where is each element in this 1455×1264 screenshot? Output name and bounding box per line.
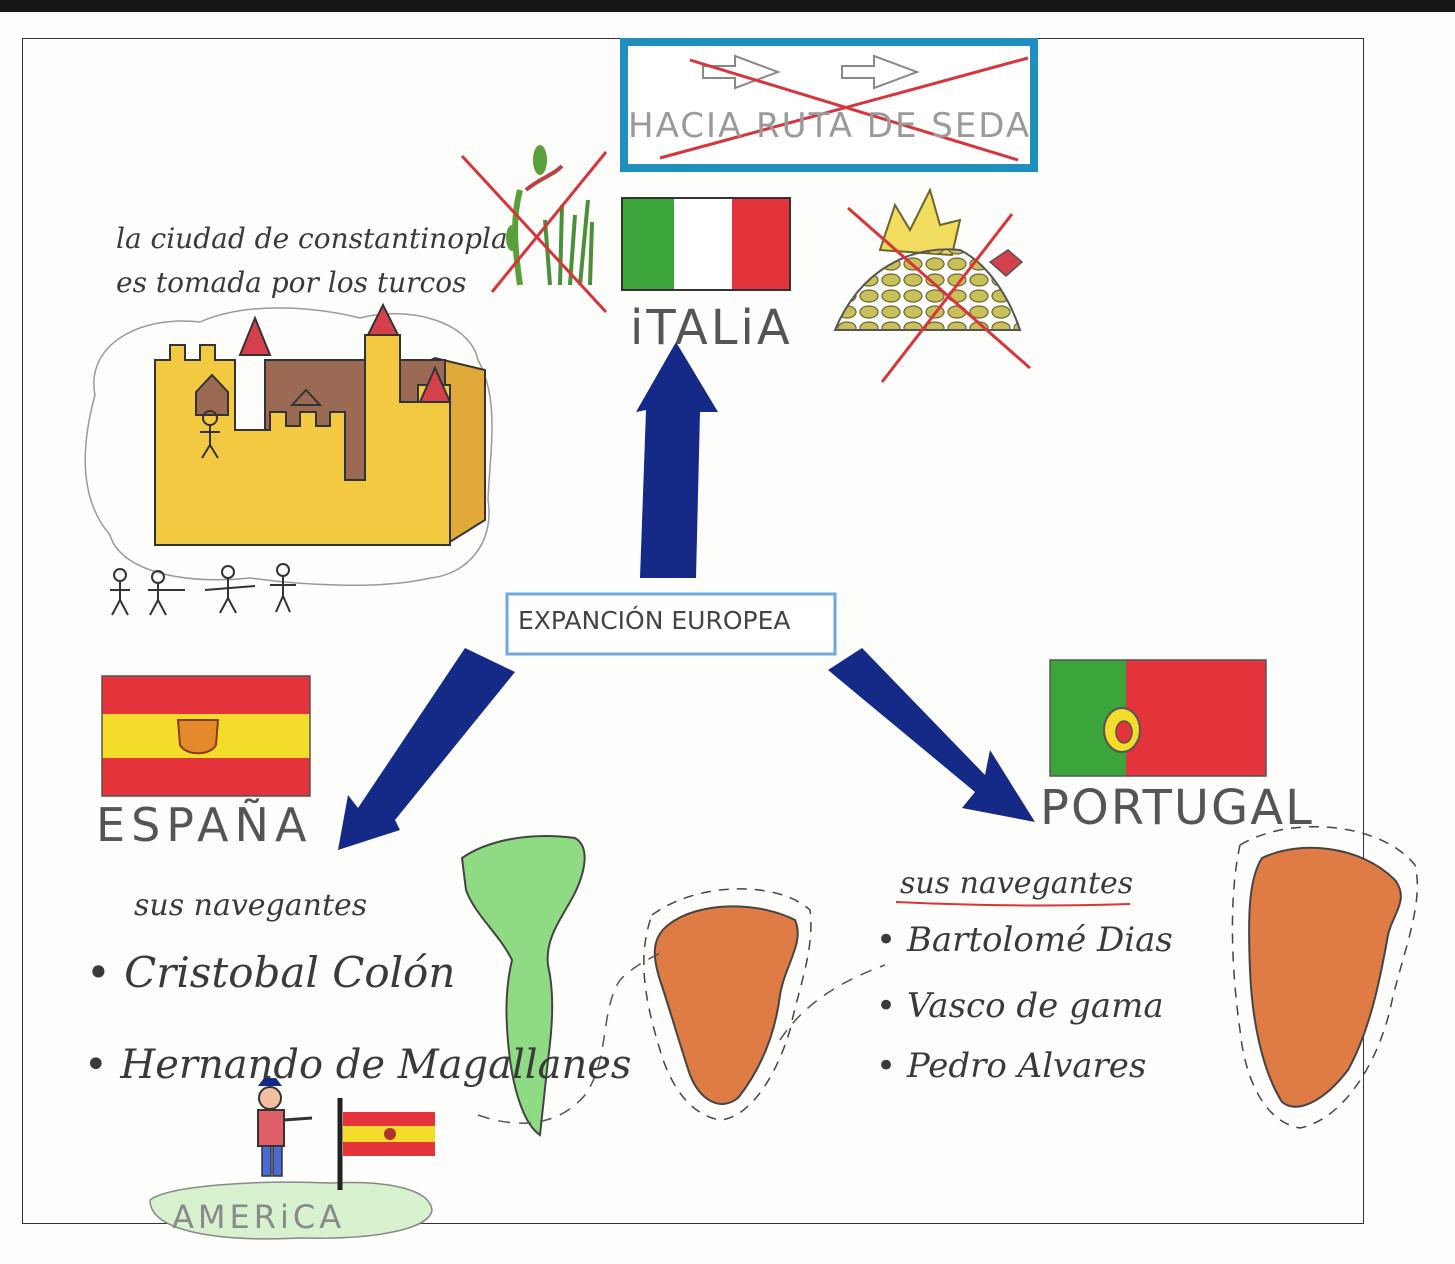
america-label: AMERiCA <box>172 1198 346 1236</box>
coat-of-arms-icon <box>176 719 220 755</box>
portugal-flag <box>1049 659 1267 777</box>
portugal-navigator-item: • Bartolomé Dias <box>876 920 1173 960</box>
africa-map-right <box>1248 846 1402 1108</box>
spain-navigator-name: Cristobal Colón <box>124 948 456 997</box>
crossed-out-treasure <box>833 187 1031 383</box>
portugal-navigator-item: • Pedro Alvares <box>876 1046 1147 1086</box>
thought-cloud <box>84 307 493 586</box>
portugal-navigators-heading: sus navegantes <box>900 866 1134 901</box>
grass-icon <box>543 199 594 286</box>
portugal-navigator-name: Pedro Alvares <box>906 1046 1147 1086</box>
spain-navigator-item: • Cristobal Colón <box>86 948 456 997</box>
italy-label: iTALiA <box>630 300 793 356</box>
south-america-map <box>460 835 586 1137</box>
spain-label: ESPAÑA <box>96 798 313 852</box>
italy-flag <box>621 197 791 291</box>
cross-out-line <box>659 56 1029 160</box>
outline-arrow-icon <box>841 54 920 90</box>
crossed-out-plants <box>460 145 608 314</box>
plant-icon <box>506 145 564 286</box>
spain-navigator-name: Hernando de Magallanes <box>120 1042 632 1088</box>
arrow-to-spain <box>338 648 515 850</box>
coin-pile-icon <box>833 248 1022 331</box>
arrow-to-portugal <box>828 648 1035 822</box>
africa-map <box>653 905 799 1105</box>
spain-navigators-heading: sus navegantes <box>134 888 368 923</box>
soldiers-drawing <box>110 563 296 616</box>
navigator-with-flag-drawing <box>149 1078 435 1240</box>
silk-road-box <box>620 38 1038 172</box>
gem-icon <box>988 249 1024 277</box>
constantinople-scene <box>84 302 493 616</box>
silk-road-label: HACIA RUTA DE SEDA <box>628 106 1032 146</box>
spain-flag <box>101 675 311 797</box>
spain-navigator-item: • Hernando de Magallanes <box>84 1042 632 1088</box>
voyage-route <box>477 949 666 1124</box>
cross-out-line <box>689 58 1019 162</box>
arrow-to-italy <box>636 342 718 578</box>
portugal-navigator-name: Vasco de gama <box>906 986 1164 1026</box>
portugal-label: PORTUGAL <box>1040 780 1314 836</box>
portugal-navigator-item: • Vasco de gama <box>876 986 1164 1026</box>
castle-drawing <box>154 302 486 547</box>
scan-top-edge <box>0 0 1455 12</box>
voyage-route <box>779 964 886 1041</box>
constantinople-note-line2: es tomada por los turcos <box>116 266 467 299</box>
center-box <box>505 592 837 656</box>
center-label: EXPANCIÓN EUROPEA <box>518 606 791 635</box>
constantinople-note-line1: la ciudad de constantinopla <box>116 222 508 255</box>
portugal-navigator-name: Bartolomé Dias <box>906 920 1173 960</box>
